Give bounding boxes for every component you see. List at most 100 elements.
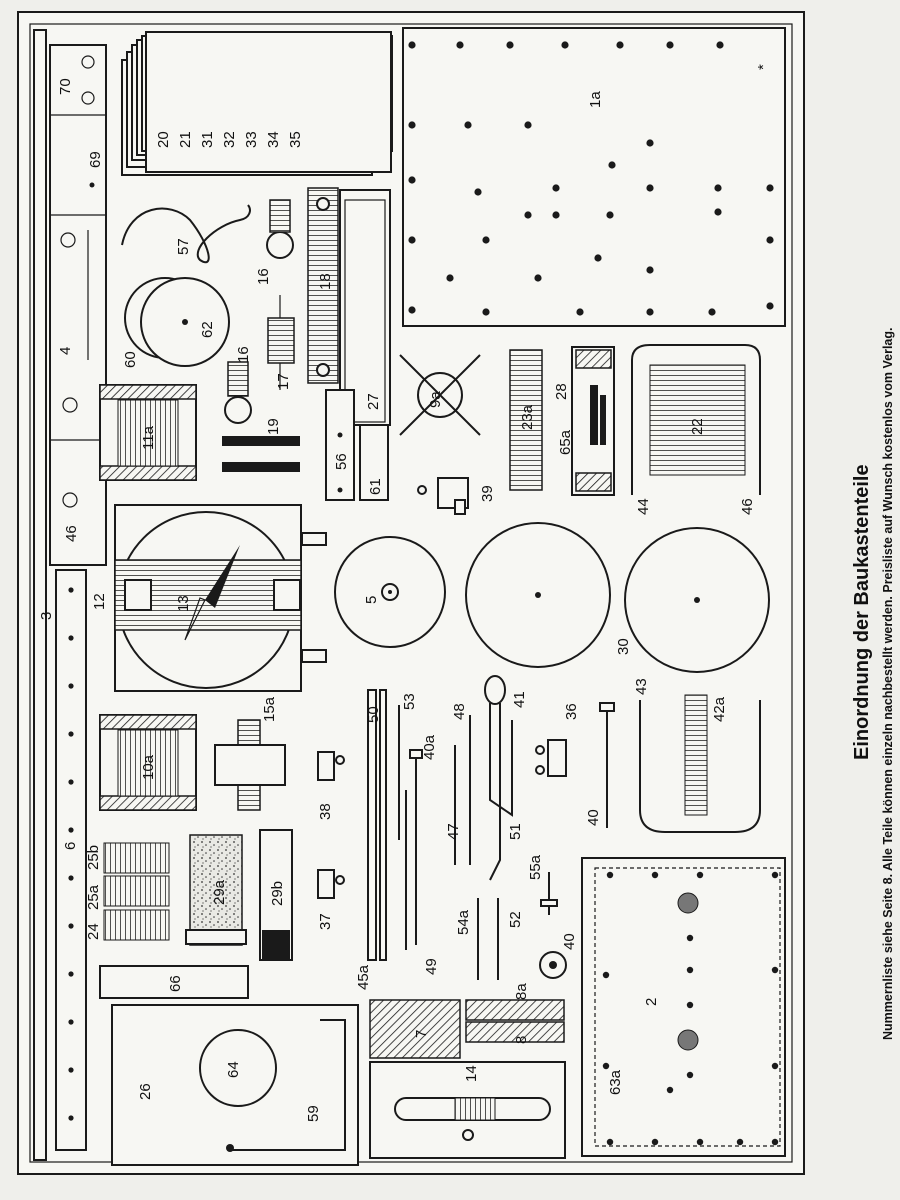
- board-hole: [651, 1138, 659, 1146]
- part-24-25-coils: [103, 842, 170, 941]
- part-50-45a-rods: [367, 689, 387, 961]
- label-40: 40: [585, 809, 602, 826]
- board-hole: [602, 1062, 610, 1070]
- label-37: 37: [317, 913, 334, 930]
- board-hole: [646, 266, 654, 274]
- part-11a-coil-frame: [99, 384, 197, 481]
- label-23a: 23a: [519, 404, 536, 430]
- label-47: 47: [445, 823, 462, 840]
- label-38: 38: [317, 803, 334, 820]
- rail-hole: [68, 683, 74, 689]
- part-18-toothed-bar: [307, 187, 339, 384]
- label-55a: 55a: [527, 854, 544, 880]
- label-16b: 16: [235, 346, 252, 363]
- board-hole: [474, 188, 482, 196]
- part-6-perforated-rail: [55, 569, 87, 1151]
- board-hole: [446, 274, 454, 282]
- label-36: 36: [563, 703, 580, 720]
- rail-hole: [68, 587, 74, 593]
- board-hole: [552, 211, 560, 219]
- part-57-spring-clip: [121, 204, 251, 264]
- part-10a-coil-frame: [99, 714, 197, 811]
- part-16-bulb-upper: [266, 199, 294, 259]
- part-36-clamp: [535, 739, 567, 777]
- board-hole: [686, 1071, 694, 1079]
- label-26: 26: [137, 1083, 154, 1100]
- rail-hole: [68, 971, 74, 977]
- part-40-nut: [539, 951, 567, 979]
- label-45a: 45a: [355, 964, 372, 990]
- label-54a: 54a: [455, 909, 472, 935]
- part-3-long-rail: [33, 29, 47, 1161]
- label-28: 28: [553, 383, 570, 400]
- rail-hole: [68, 827, 74, 833]
- label-51: 51: [507, 823, 524, 840]
- label-4: 4: [57, 347, 74, 355]
- label-18: 18: [317, 273, 334, 290]
- board-hole: [482, 308, 490, 316]
- part-66-strip: [99, 965, 249, 999]
- label-40b: 40: [561, 933, 578, 950]
- part-30-disc-left: [465, 522, 611, 668]
- label-61: 61: [367, 478, 384, 495]
- board-hole: [408, 236, 416, 244]
- board-hole: [482, 236, 490, 244]
- page-subtitle: Nummernliste siehe Seite 8. Alle Teile k…: [881, 328, 895, 1041]
- part-55a-screw: [540, 872, 558, 915]
- board-hole: [766, 184, 774, 192]
- label-19: 19: [265, 418, 282, 435]
- part-28-65a-holder: [571, 346, 615, 496]
- label-34: 34: [265, 131, 282, 148]
- part-12-13-compass-assembly: [114, 504, 327, 692]
- label-21: 21: [177, 131, 194, 148]
- label-48: 48: [451, 703, 468, 720]
- part-29b-cylinder: [259, 829, 293, 961]
- part-1a-perforated-board: [402, 27, 786, 327]
- label-43: 43: [633, 678, 650, 695]
- part-5-disc: [334, 536, 446, 648]
- label-49: 49: [423, 958, 440, 975]
- part-39-clamp: [417, 477, 469, 515]
- label-5: 5: [363, 596, 380, 604]
- label-59: 59: [305, 1105, 322, 1122]
- part-40-bolt: [599, 702, 615, 828]
- board-hole: [666, 1086, 674, 1094]
- label-20: 20: [155, 131, 172, 148]
- board-hole: [608, 161, 616, 169]
- board-hole: [464, 121, 472, 129]
- label-46b: 46: [739, 498, 756, 515]
- part-47-48-pins: [454, 715, 471, 865]
- part-labels: 70 69 4 46 3 6 20 21 31 32 33 34 35 57 1…: [38, 64, 772, 1122]
- board-hole: [456, 41, 464, 49]
- part-17-spring: [267, 295, 295, 390]
- board-hole: [576, 308, 584, 316]
- board-hole: [771, 966, 779, 974]
- label-2: 2: [643, 998, 660, 1006]
- part-38-clamp: [317, 751, 345, 781]
- board-hole: [602, 971, 610, 979]
- label-42a: 42a: [711, 696, 728, 722]
- part-29a-cylinder: [185, 834, 247, 946]
- board-hole: [771, 871, 779, 879]
- label-1a: 1a: [587, 91, 604, 108]
- board-hole: [766, 236, 774, 244]
- label-69: 69: [87, 151, 104, 168]
- part-23a-roller: [509, 349, 543, 491]
- label-66: 66: [167, 975, 184, 992]
- board-hole: [766, 302, 774, 310]
- board-hole: [524, 211, 532, 219]
- board-hole: [771, 1138, 779, 1146]
- label-9a: 9a: [427, 391, 444, 408]
- label-63a: 63a: [607, 1069, 624, 1095]
- label-52: 52: [507, 911, 524, 928]
- label-65a: 65a: [557, 429, 574, 455]
- board-hole: [646, 308, 654, 316]
- board-hole: [408, 121, 416, 129]
- label-30: 30: [615, 638, 632, 655]
- board-hole: [534, 274, 542, 282]
- label-10a: 10a: [140, 754, 157, 780]
- label-8: 8: [513, 1036, 530, 1044]
- board-hole: [524, 121, 532, 129]
- label-32: 32: [221, 131, 238, 148]
- rail-hole: [68, 923, 74, 929]
